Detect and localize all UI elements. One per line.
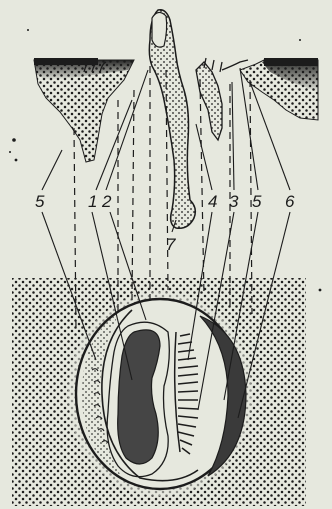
label-3: 3 bbox=[229, 192, 239, 211]
pointer-5-left bbox=[42, 150, 62, 190]
upper-specimen bbox=[34, 10, 318, 229]
label-4: 4 bbox=[208, 192, 217, 211]
label-6: 6 bbox=[285, 192, 295, 211]
label-7: 7 bbox=[166, 235, 176, 254]
right-tissue-top-edge bbox=[264, 58, 318, 66]
pointer-3-upper bbox=[232, 82, 234, 190]
lower-panel bbox=[12, 278, 306, 506]
pointer-4-upper bbox=[196, 124, 212, 190]
label-1: 1 bbox=[88, 192, 97, 211]
right-projection bbox=[196, 62, 222, 140]
label-5-right: 5 bbox=[252, 192, 262, 211]
label-5-left: 5 bbox=[35, 192, 45, 211]
central-organ-tip bbox=[152, 12, 167, 47]
label-2: 2 bbox=[101, 192, 112, 211]
